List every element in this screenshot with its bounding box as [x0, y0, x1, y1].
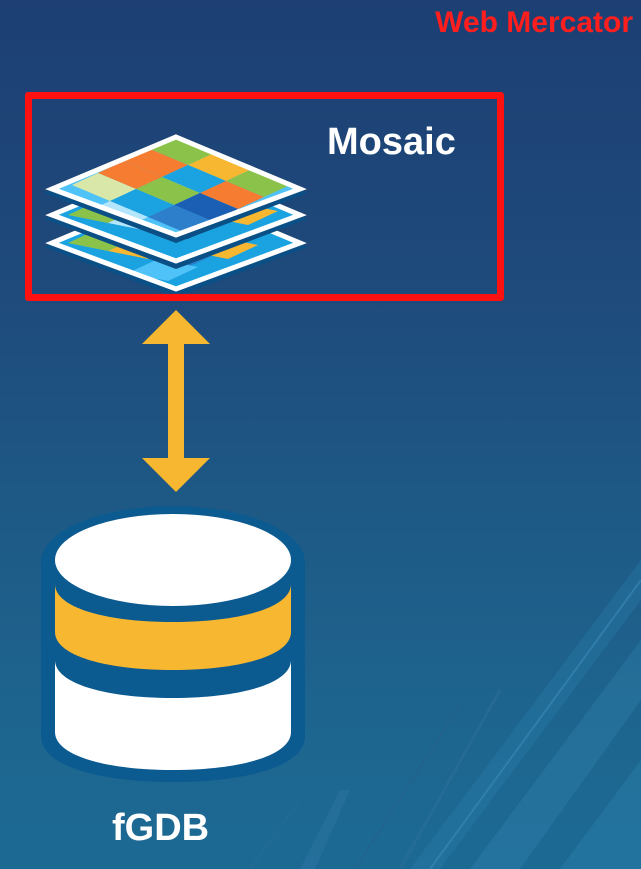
database-label: fGDB	[112, 807, 210, 849]
database-icon	[41, 506, 305, 782]
crs-label: Web Mercator	[435, 6, 633, 39]
bidirectional-arrow-icon	[142, 310, 210, 492]
mosaic-frame	[25, 92, 504, 301]
mosaic-title: Mosaic	[327, 121, 456, 163]
layered-raster-icon	[44, 134, 308, 293]
